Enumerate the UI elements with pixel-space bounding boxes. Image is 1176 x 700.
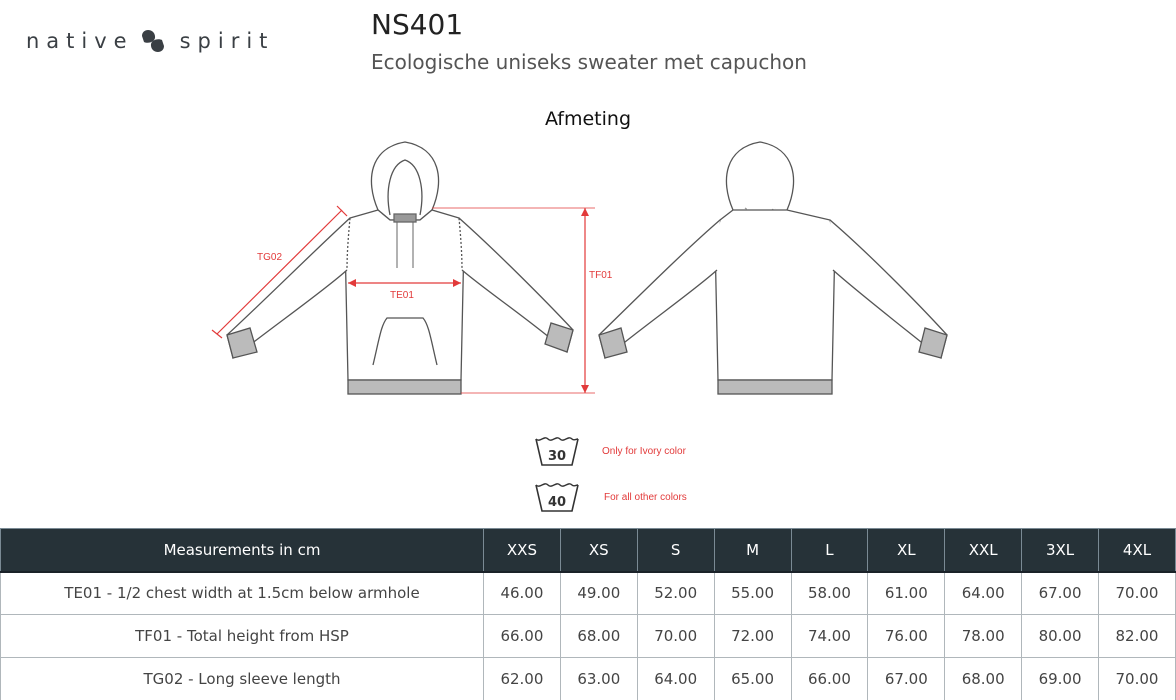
column-header: L [790, 528, 869, 573]
size-chart-table: Measurements in cm XXS XS S M L XL XXL 3… [0, 528, 1176, 700]
column-header: XXL [944, 528, 1023, 573]
column-header: 3XL [1021, 528, 1099, 573]
table-cell: 70.00 [1098, 571, 1176, 615]
table-cell: 80.00 [1021, 614, 1099, 658]
measurement-label: TG02 - Long sleeve length [0, 657, 484, 700]
column-header: M [713, 528, 792, 573]
brand-name-left: native [26, 29, 134, 53]
table-cell: 62.00 [483, 657, 561, 700]
hoodie-diagram: TG02 TE01 TF01 [211, 141, 948, 395]
table-cell: 52.00 [636, 571, 715, 615]
table-cell: 67.00 [1021, 571, 1099, 615]
table-cell: 55.00 [713, 571, 792, 615]
brand-name-right: spirit [179, 29, 275, 53]
measurement-label: TF01 - Total height from HSP [0, 614, 484, 658]
column-header: XS [559, 528, 638, 573]
tf01-label: TF01 [589, 270, 613, 281]
wash-temp-40: 40 [548, 495, 566, 510]
brand-logo: native spirit [26, 26, 274, 56]
leaf-logo-icon [141, 30, 164, 52]
product-code: NS401 [371, 8, 464, 41]
wash-tub-icon: 30 [535, 437, 579, 466]
table-cell: 70.00 [636, 614, 715, 658]
table-row: TG02 - Long sleeve length 62.00 63.00 64… [0, 657, 1176, 700]
table-cell: 69.00 [1021, 657, 1099, 700]
wash-40-symbol: 40 [534, 481, 580, 519]
table-cell: 78.00 [944, 614, 1023, 658]
table-cell: 66.00 [483, 614, 561, 658]
column-header: XL [867, 528, 946, 573]
table-cell: 72.00 [713, 614, 792, 658]
table-cell: 64.00 [636, 657, 715, 700]
table-cell: 61.00 [867, 571, 946, 615]
hoodie-front-drawing [226, 141, 574, 395]
section-title: Afmeting [544, 108, 632, 130]
measurement-label: TE01 - 1/2 chest width at 1.5cm below ar… [0, 571, 484, 615]
table-cell: 66.00 [790, 657, 869, 700]
wash-tub-icon: 40 [535, 483, 579, 512]
table-cell: 64.00 [944, 571, 1023, 615]
product-name: Ecologische uniseks sweater met capuchon [371, 50, 807, 74]
table-cell: 49.00 [559, 571, 638, 615]
care-note-ivory: Only for Ivory color [602, 446, 686, 457]
table-cell: 63.00 [559, 657, 638, 700]
table-cell: 74.00 [790, 614, 869, 658]
wash-30-symbol: 30 [534, 435, 580, 473]
table-cell: 68.00 [559, 614, 638, 658]
wash-temp-30: 30 [548, 449, 566, 464]
table-cell: 65.00 [713, 657, 792, 700]
table-cell: 76.00 [867, 614, 946, 658]
hoodie-back-drawing [598, 141, 948, 395]
table-cell: 82.00 [1098, 614, 1176, 658]
table-cell: 70.00 [1098, 657, 1176, 700]
table-cell: 46.00 [483, 571, 561, 615]
table-cell: 67.00 [867, 657, 946, 700]
table-cell: 68.00 [944, 657, 1023, 700]
column-header: S [636, 528, 715, 573]
table-cell: 58.00 [790, 571, 869, 615]
table-row: TE01 - 1/2 chest width at 1.5cm below ar… [0, 571, 1176, 615]
column-header: Measurements in cm [0, 528, 484, 573]
column-header: 4XL [1098, 528, 1176, 573]
te01-label: TE01 [390, 290, 414, 301]
column-header: XXS [483, 528, 561, 573]
care-note-other: For all other colors [604, 492, 687, 503]
table-header-row: Measurements in cm XXS XS S M L XL XXL 3… [0, 528, 1176, 573]
tg02-label: TG02 [257, 252, 282, 263]
table-row: TF01 - Total height from HSP 66.00 68.00… [0, 614, 1176, 658]
